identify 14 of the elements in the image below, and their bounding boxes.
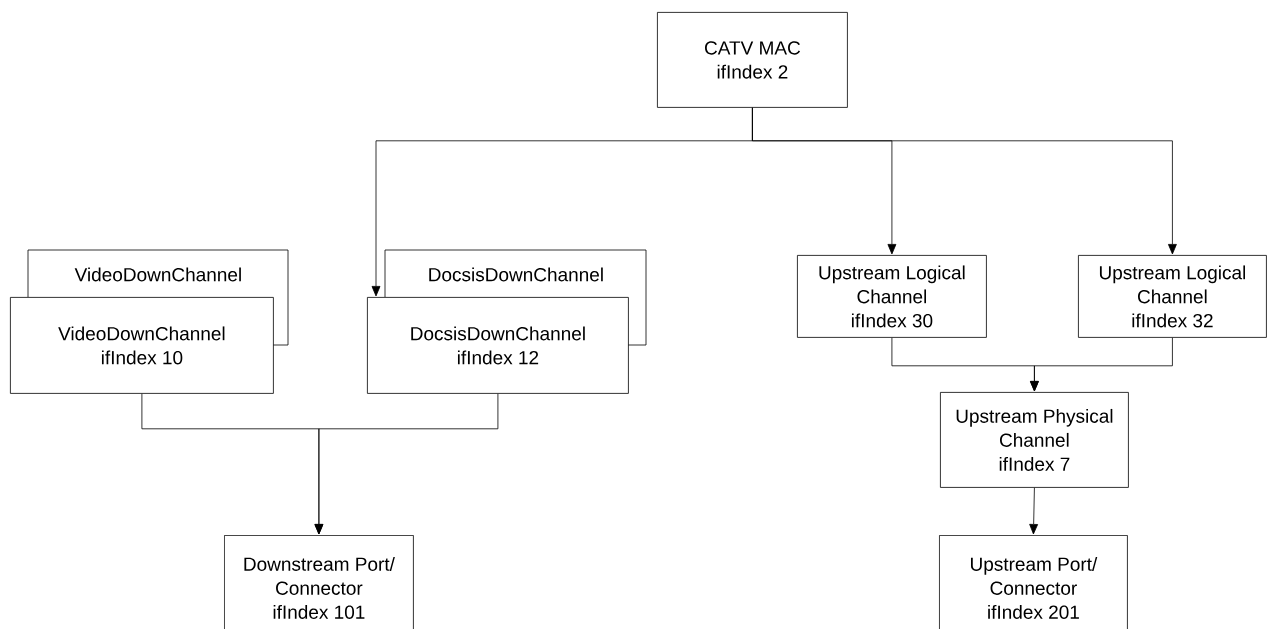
interface-box: Downstream Port/ Connector ifIndex 101 bbox=[224, 535, 414, 629]
node-text: VideoDownChannel bbox=[74, 267, 241, 282]
arrow bbox=[1030, 337, 1173, 392]
arrow bbox=[1029, 487, 1039, 535]
interface-box: Upstream Logical Channel ifIndex 30 bbox=[797, 255, 987, 338]
arrow bbox=[314, 393, 499, 535]
interface-box: Upstream Port/ Connector ifIndex 201 bbox=[939, 535, 1128, 629]
arrow bbox=[752, 107, 1177, 255]
node-text: DocsisDownChannel bbox=[429, 267, 603, 282]
interface-box: DocsisDownChannel ifIndex 12 bbox=[367, 297, 629, 394]
interface-box: Upstream Physical Channel ifIndex 7 bbox=[940, 392, 1129, 488]
interface-box: CATV MAC ifIndex 2 bbox=[657, 12, 848, 108]
interface-box: VideoDownChannel ifIndex 10 bbox=[10, 297, 274, 394]
interface-box: Upstream Logical Channel ifIndex 32 bbox=[1078, 255, 1267, 338]
